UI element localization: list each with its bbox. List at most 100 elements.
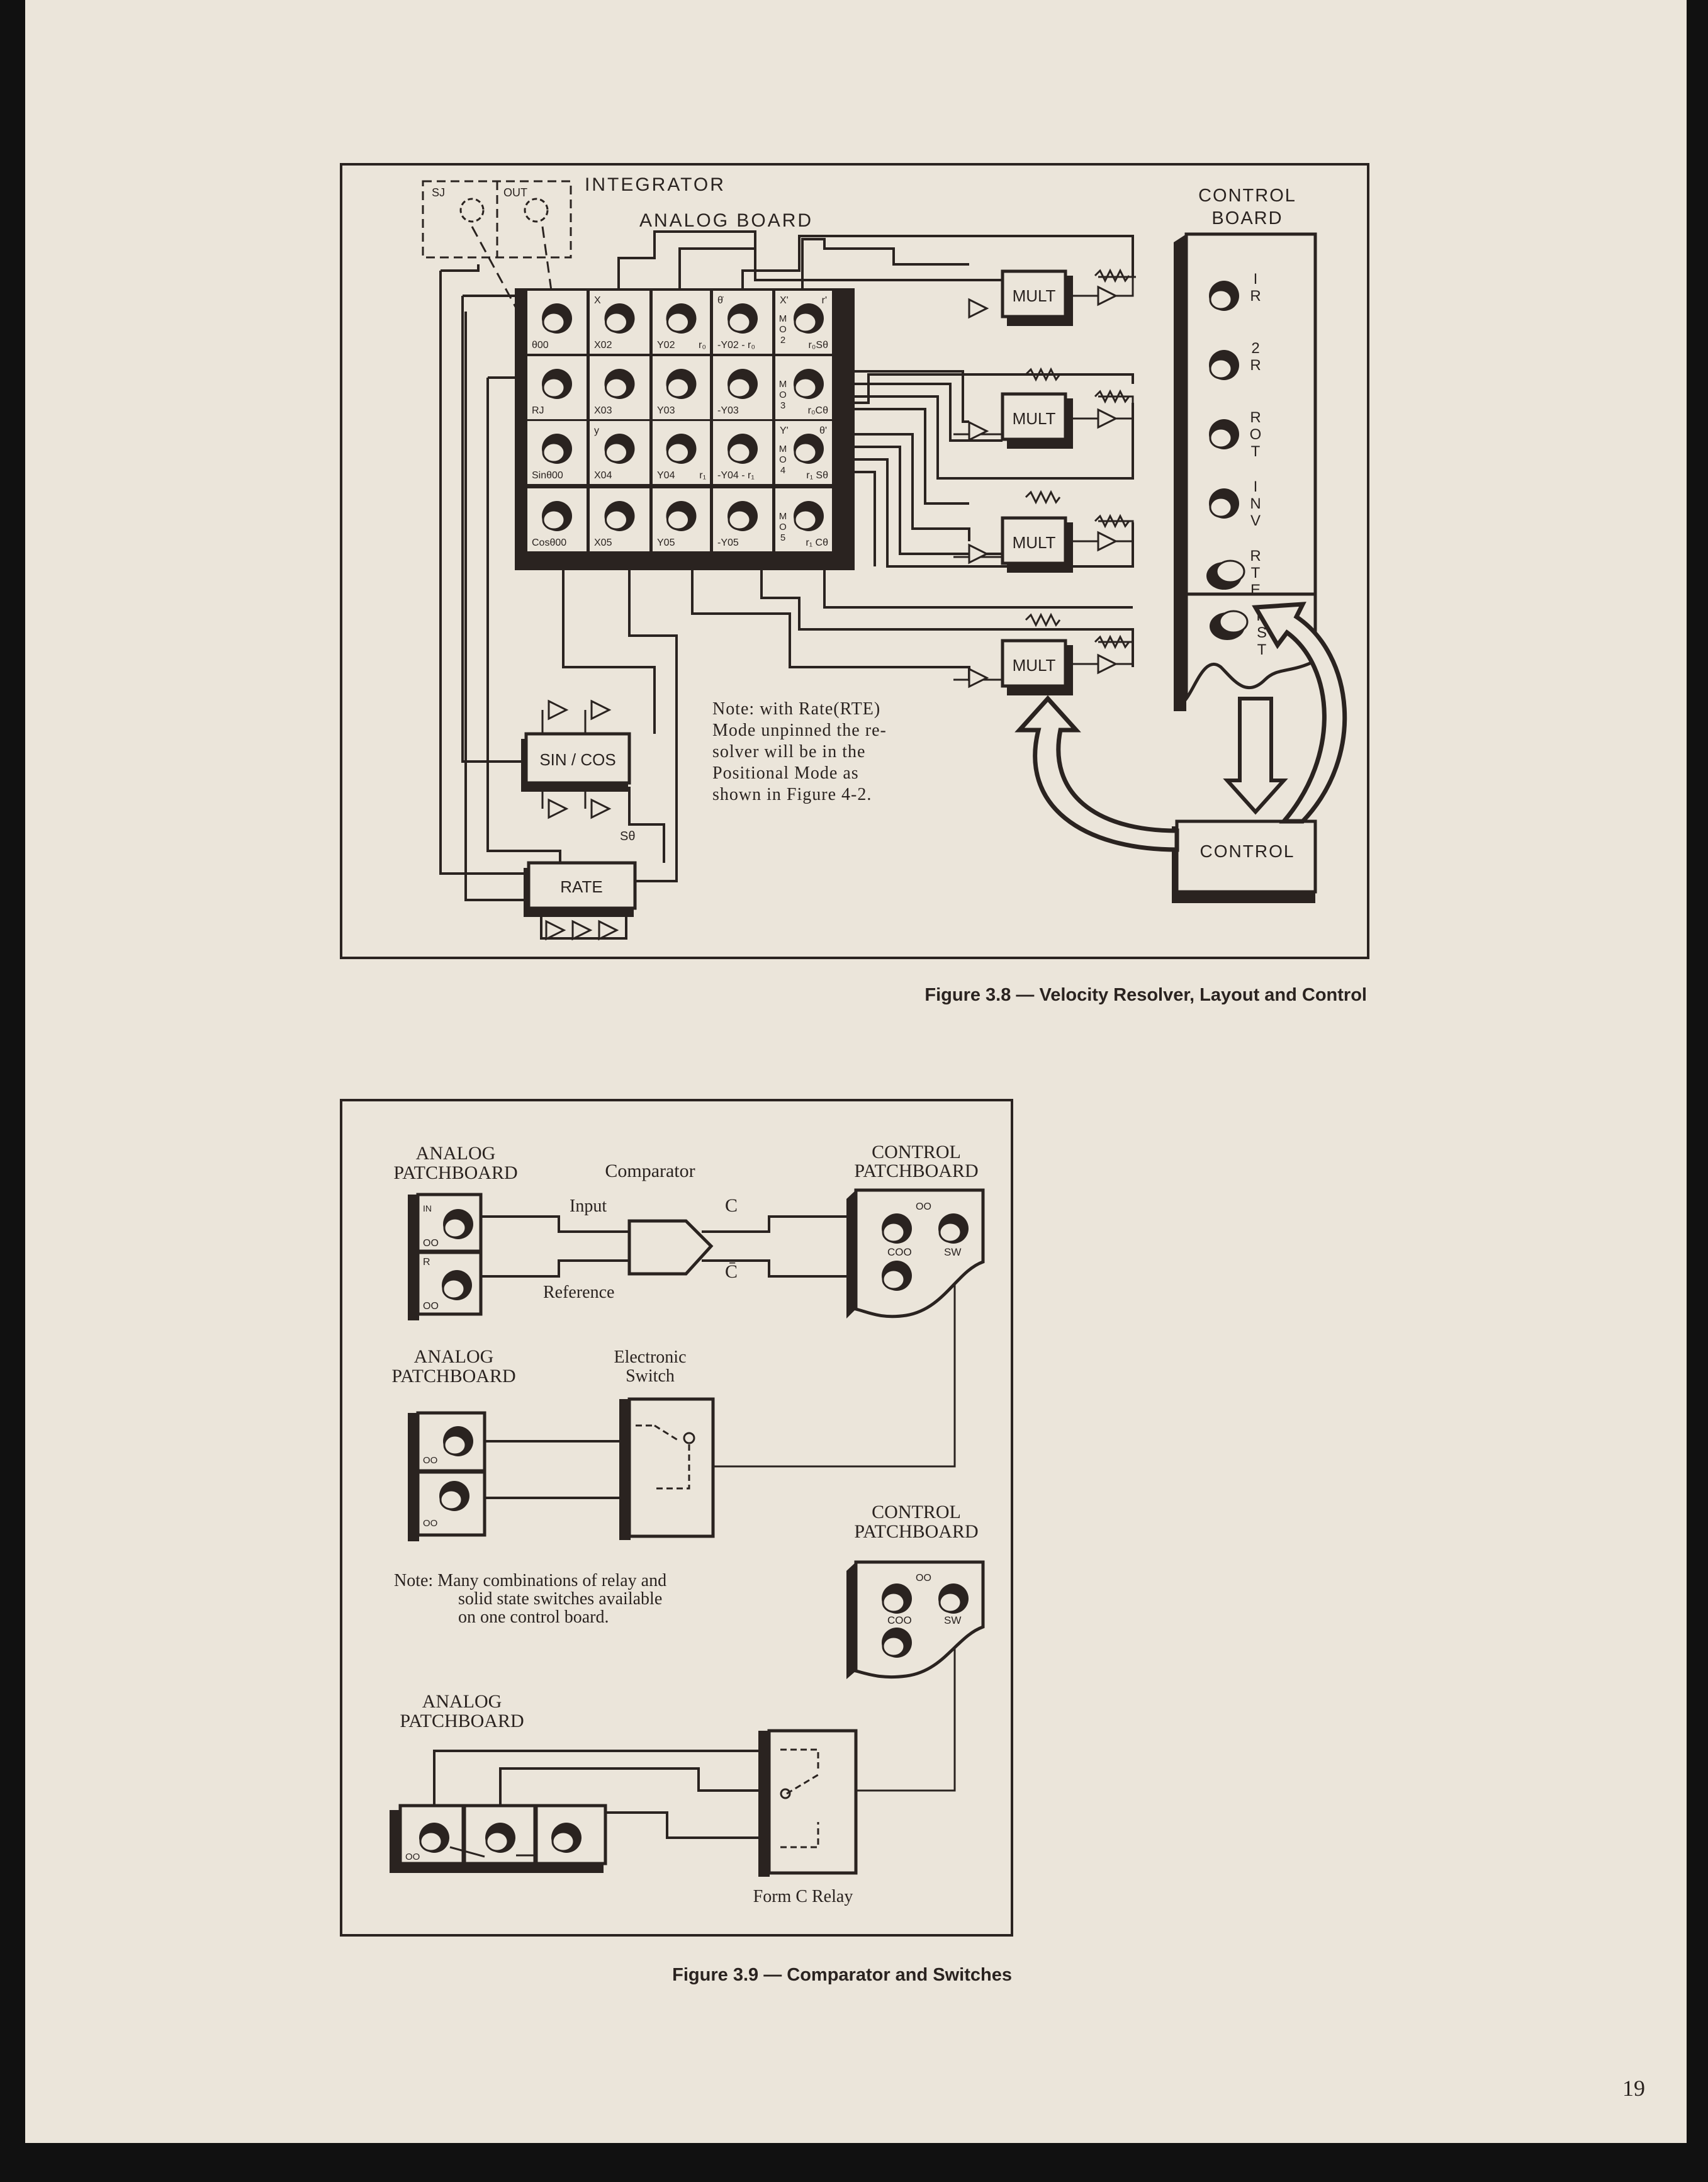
cell-label-side: MO3	[778, 379, 789, 411]
cell-label-tl: Y'	[780, 425, 789, 436]
patch-jack[interactable]	[541, 302, 573, 335]
cell-label-side: MO2	[778, 313, 789, 346]
control-switch[interactable]: RTE	[1206, 548, 1264, 599]
patch-jack[interactable]	[792, 500, 825, 532]
svg-text:OO: OO	[423, 1518, 437, 1529]
svg-text:solid state switches available: solid state switches available	[458, 1589, 662, 1609]
patch-cell[interactable]: -Y04 - r₁	[713, 421, 772, 484]
cell-label-side: MO4	[778, 444, 789, 476]
patch-cell[interactable]: -Y03	[713, 356, 772, 419]
svg-text:PATCHBOARD: PATCHBOARD	[400, 1711, 524, 1731]
control-switch-label: INV	[1247, 478, 1264, 529]
figure-3-8-caption: Figure 3.8 — Velocity Resolver, Layout a…	[924, 985, 1367, 1005]
cell-label-tl: X	[594, 295, 601, 306]
analog-patchboard-comparator: IN R OO OO	[408, 1193, 483, 1320]
patch-jack[interactable]	[665, 500, 697, 532]
patch-jack[interactable]	[665, 368, 697, 400]
cell-label-bl: X03	[594, 405, 612, 416]
cell-label-bl: Sinθ00	[532, 470, 563, 481]
svg-text:PATCHBOARD: PATCHBOARD	[391, 1366, 515, 1386]
svg-text:R: R	[423, 1257, 430, 1268]
comparator-symbol	[627, 1219, 714, 1276]
patch-cell[interactable]: X05	[590, 488, 649, 551]
patch-jack[interactable]	[541, 368, 573, 400]
svg-text:OO: OO	[423, 1455, 437, 1466]
patch-cell[interactable]: -Y05	[713, 488, 772, 551]
integrator-sj-label: SJ	[432, 186, 445, 199]
electronic-switch	[619, 1397, 715, 1540]
cell-label-bl: Y03	[657, 405, 675, 416]
patch-cell[interactable]: θ00	[527, 291, 587, 354]
figure-frame	[340, 1099, 1013, 1937]
integrator-label: INTEGRATOR	[585, 174, 726, 195]
c-bar-label: C̄	[725, 1261, 738, 1282]
patch-cell[interactable]: RJ	[527, 356, 587, 419]
patch-jack[interactable]	[726, 500, 759, 532]
mult-4: MULT	[1001, 639, 1073, 695]
svg-text:on one control board.: on one control board.	[458, 1607, 609, 1627]
svg-text:Switch: Switch	[626, 1366, 675, 1386]
svg-text:Note: Many combinations of re: Note: Many combinations of relay and	[394, 1571, 666, 1590]
form-c-relay	[758, 1729, 858, 1877]
analog-patchboard-relay: OO	[390, 1804, 607, 1873]
control-module: CONTROL	[1172, 819, 1317, 903]
control-switch[interactable]: INV	[1208, 478, 1264, 529]
control-switch-label: RTE	[1247, 548, 1264, 599]
cell-label-bl: -Y03	[717, 405, 739, 416]
patch-jack[interactable]	[541, 432, 573, 465]
cell-label-br: r₁ Sθ	[806, 470, 828, 481]
patch-cell[interactable]: θ̇-Y02 - r₀	[713, 291, 772, 354]
control-switch[interactable]: ROT	[1208, 409, 1264, 460]
c-label: C	[725, 1195, 738, 1216]
svg-text:CONTROL: CONTROL	[1200, 841, 1295, 861]
cell-label-bl: RJ	[532, 405, 544, 416]
control-patchboard-label-2: CONTROL	[872, 1502, 961, 1522]
svg-text:RATE: RATE	[560, 877, 602, 896]
patch-jack[interactable]	[604, 432, 636, 465]
cell-label-bl: X04	[594, 470, 612, 481]
svg-text:Mode unpinned the re-: Mode unpinned the re-	[712, 721, 887, 740]
patch-jack[interactable]	[604, 302, 636, 335]
patch-cell[interactable]: Sinθ00	[527, 421, 587, 484]
patch-jack[interactable]	[792, 368, 825, 400]
figure-frame	[340, 163, 1369, 959]
svg-text:MULT: MULT	[1013, 533, 1056, 552]
patch-cell[interactable]: X03	[590, 356, 649, 419]
patch-jack[interactable]	[604, 368, 636, 400]
patch-cell[interactable]: Y03	[653, 356, 710, 419]
patch-jack[interactable]	[792, 432, 825, 465]
cell-label-bl: Y02	[657, 340, 675, 351]
svg-text:Note: with Rate(RTE): Note: with Rate(RTE)	[712, 699, 880, 719]
control-switch[interactable]: IR	[1208, 271, 1264, 312]
patch-cell[interactable]: Y' θ' r₁ Sθ MO4	[775, 421, 832, 484]
patch-jack[interactable]	[541, 500, 573, 532]
svg-text:OO: OO	[405, 1852, 420, 1862]
control-flow-arrows	[1014, 602, 1347, 852]
patch-jack[interactable]	[726, 368, 759, 400]
patch-jack[interactable]	[726, 432, 759, 465]
mult-3: MULT	[1001, 516, 1073, 573]
patch-jack[interactable]	[726, 302, 759, 335]
patch-cell[interactable]: Y05	[653, 488, 710, 551]
figure-3-9-note: Note: Many combinations of relay and sol…	[394, 1571, 666, 1627]
cell-label-br: r₀Cθ	[808, 405, 829, 416]
patch-cell[interactable]: Cosθ00	[527, 488, 587, 551]
patch-jack[interactable]	[665, 302, 697, 335]
patch-jack[interactable]	[665, 432, 697, 465]
patch-jack[interactable]	[792, 302, 825, 335]
patch-cell[interactable]: r₀Cθ MO3	[775, 356, 832, 419]
page-number: 19	[1622, 2076, 1645, 2101]
svg-text:OO: OO	[423, 1238, 439, 1249]
control-switch[interactable]: 2R	[1208, 340, 1264, 381]
cell-label-tr: θ'	[819, 425, 827, 436]
analog-patchboard-label-2: ANALOG	[414, 1346, 494, 1367]
patch-jack[interactable]	[604, 500, 636, 532]
